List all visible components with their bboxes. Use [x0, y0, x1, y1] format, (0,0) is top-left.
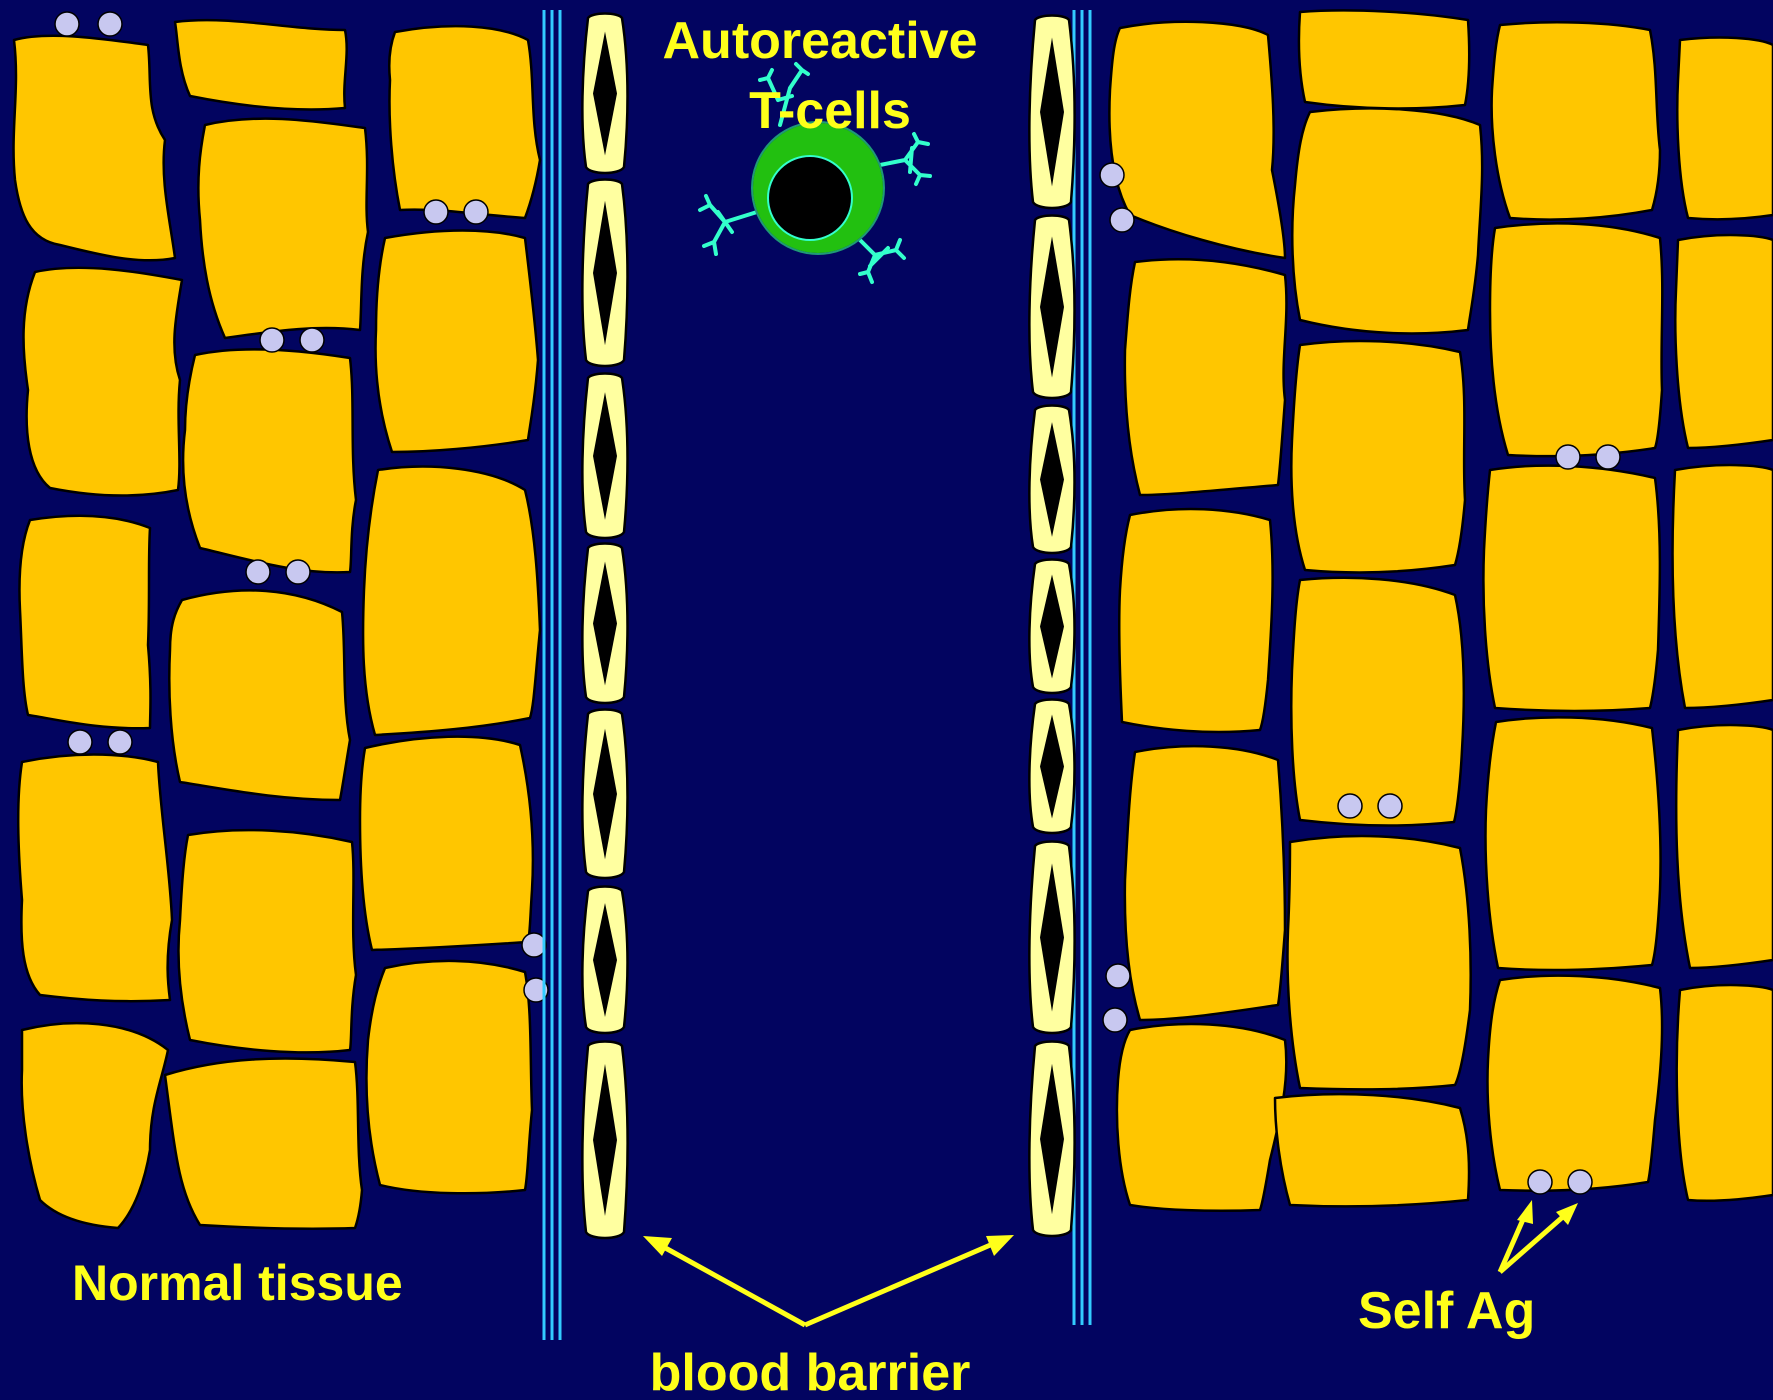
self-antigen	[1568, 1170, 1592, 1194]
self-antigen	[1110, 208, 1134, 232]
self-antigen	[1528, 1170, 1552, 1194]
tcr-receptor	[880, 134, 930, 184]
tissue-cell	[1109, 22, 1285, 258]
tissue-cell	[1677, 985, 1773, 1201]
tissue-cell	[183, 349, 356, 572]
endothelium-right	[1029, 16, 1074, 1237]
self-antigen	[1100, 163, 1124, 187]
arrow-to-right-barrier	[805, 1243, 995, 1325]
tissue-cell	[1275, 1094, 1469, 1206]
self-antigen	[1106, 964, 1130, 988]
self-ag-label: Self Ag	[1358, 1282, 1535, 1340]
tissue-cell	[14, 36, 175, 261]
self-antigen	[98, 12, 122, 36]
left-normal-tissue	[14, 20, 540, 1229]
tissue-cell	[1125, 746, 1285, 1020]
tissue-cell	[1125, 259, 1287, 495]
tissue-cell	[18, 755, 172, 1002]
tcr-receptor	[855, 235, 904, 282]
tissue-cell	[376, 231, 538, 453]
tissue-cell	[175, 20, 347, 109]
self-antigen	[68, 730, 92, 754]
tissue-cell	[1288, 836, 1471, 1089]
self-antigen	[300, 328, 324, 352]
self-antigen	[424, 200, 448, 224]
tissue-cell	[169, 590, 350, 800]
tissue-cell	[22, 1023, 168, 1228]
tissue-cell	[367, 961, 533, 1193]
arrow-to-left-barrier	[660, 1245, 805, 1325]
tissue-cell	[1490, 223, 1662, 456]
self-antigen	[246, 560, 270, 584]
tissue-cell	[1483, 466, 1659, 711]
self-antigen	[1596, 445, 1620, 469]
self-antigen	[1378, 794, 1402, 818]
self-antigen	[286, 560, 310, 584]
self-antigen	[1556, 445, 1580, 469]
tissue-cell	[1291, 578, 1463, 826]
autoreactive-label-line1: Autoreactive	[663, 12, 978, 70]
tissue-cell	[360, 737, 533, 950]
tissue-cell	[1677, 38, 1773, 220]
autoreactive-label-line2: T-cells	[749, 82, 911, 140]
tissue-cell	[1119, 509, 1272, 732]
tissue-cell	[1292, 108, 1482, 333]
tissue-cell	[1676, 725, 1773, 968]
tissue-cell	[1486, 717, 1661, 970]
tissue-cell	[389, 26, 540, 218]
tissue-cell	[1672, 465, 1773, 708]
blood-barrier-label: blood barrier	[650, 1344, 971, 1400]
tissue-cell	[1492, 22, 1660, 219]
tissue-cell	[1117, 1024, 1286, 1211]
self-antigen	[1338, 794, 1362, 818]
self-antigen	[522, 933, 546, 957]
tissue-cell	[198, 119, 368, 338]
self-antigen	[55, 12, 79, 36]
self-antigen	[108, 730, 132, 754]
t-cell-nucleus	[768, 156, 852, 240]
tissue-cell	[1291, 341, 1465, 573]
right-self-tissue	[1109, 10, 1773, 1210]
self-antigen	[464, 200, 488, 224]
tissue-cell	[165, 1058, 362, 1228]
tcr-receptor	[700, 196, 757, 254]
arrowhead	[1517, 1200, 1533, 1224]
tissue-cell	[1488, 976, 1663, 1191]
tissue-cell	[19, 516, 150, 728]
tissue-cell	[24, 268, 182, 496]
tissue-cell	[363, 467, 540, 735]
tissue-cell	[178, 830, 356, 1052]
endothelium-left	[582, 14, 627, 1239]
tissue-cell	[1675, 235, 1773, 448]
arrowhead	[643, 1236, 672, 1256]
self-antigen	[1103, 1008, 1127, 1032]
self-antigen	[260, 328, 284, 352]
tissue-cell	[1299, 10, 1469, 108]
normal-tissue-label: Normal tissue	[72, 1255, 403, 1311]
arrowhead	[986, 1235, 1014, 1256]
